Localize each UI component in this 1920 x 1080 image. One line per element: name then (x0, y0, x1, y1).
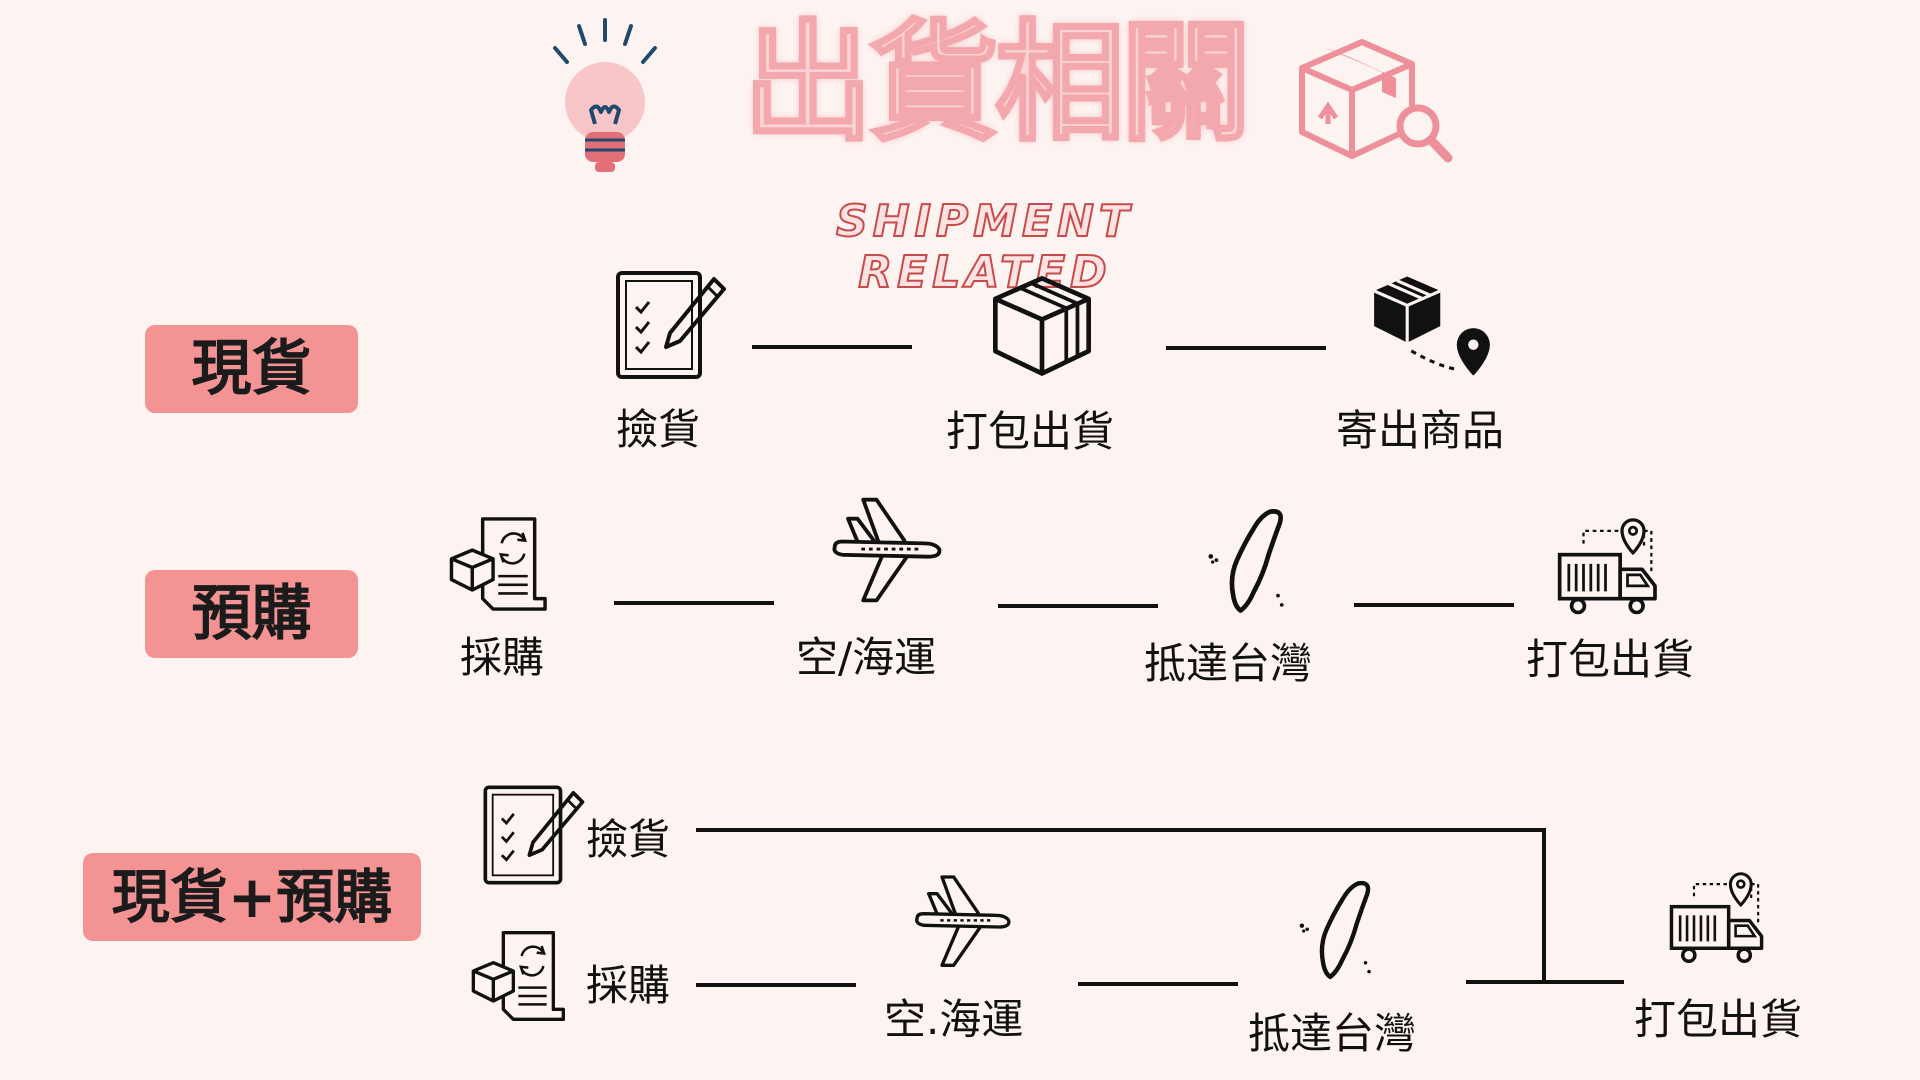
step-label-pack-ship: 打包出貨 (946, 407, 1115, 456)
badge-combined: 現貨+預購 (83, 853, 421, 941)
connector-line (1166, 346, 1326, 350)
step-label-purchase: 採購 (586, 961, 671, 1010)
step-label-air-sea: 空/海運 (796, 633, 937, 682)
lightbulb-icon (553, 18, 657, 172)
step-label-pick: 撿貨 (616, 405, 701, 454)
connector-line (1542, 828, 1546, 984)
connector-line (1354, 603, 1514, 607)
box-search-icon (1299, 39, 1453, 163)
connector-line (696, 983, 856, 987)
box-location-icon (1370, 262, 1494, 386)
connector-line (752, 345, 912, 349)
step-label-arrive-taiwan: 抵達台灣 (1248, 1009, 1417, 1058)
connector-line (1466, 980, 1624, 984)
purchase-icon (440, 512, 560, 616)
delivery-truck-icon (1556, 518, 1666, 628)
connector-line (998, 604, 1158, 608)
connector-line (614, 601, 774, 605)
step-label-purchase: 採購 (460, 633, 545, 682)
step-label-arrive-taiwan: 抵達台灣 (1144, 639, 1313, 688)
step-label-pack-ship: 打包出貨 (1634, 995, 1803, 1044)
checklist-icon (610, 265, 730, 385)
connector-line (696, 828, 1546, 832)
delivery-truck-icon (1668, 872, 1772, 976)
airplane-icon (910, 872, 1014, 972)
step-label-send-goods: 寄出商品 (1336, 406, 1505, 455)
step-label-pack-ship: 打包出貨 (1526, 635, 1695, 684)
purchase-icon (462, 926, 578, 1026)
step-label-air-sea: 空.海運 (884, 995, 1024, 1044)
badge-pre-order: 預購 (145, 570, 358, 658)
page-subtitle: SHIPMENT RELATED (835, 195, 1134, 299)
taiwan-map-icon (1284, 878, 1394, 984)
box-icon (986, 265, 1098, 385)
airplane-icon (828, 494, 944, 608)
step-label-pick: 撿貨 (586, 815, 671, 864)
taiwan-map-icon (1190, 506, 1310, 618)
checklist-icon (478, 780, 588, 890)
badge-in-stock: 現貨 (145, 325, 358, 413)
connector-line (1078, 982, 1238, 986)
page-title: 出貨相關 (741, 7, 1252, 159)
